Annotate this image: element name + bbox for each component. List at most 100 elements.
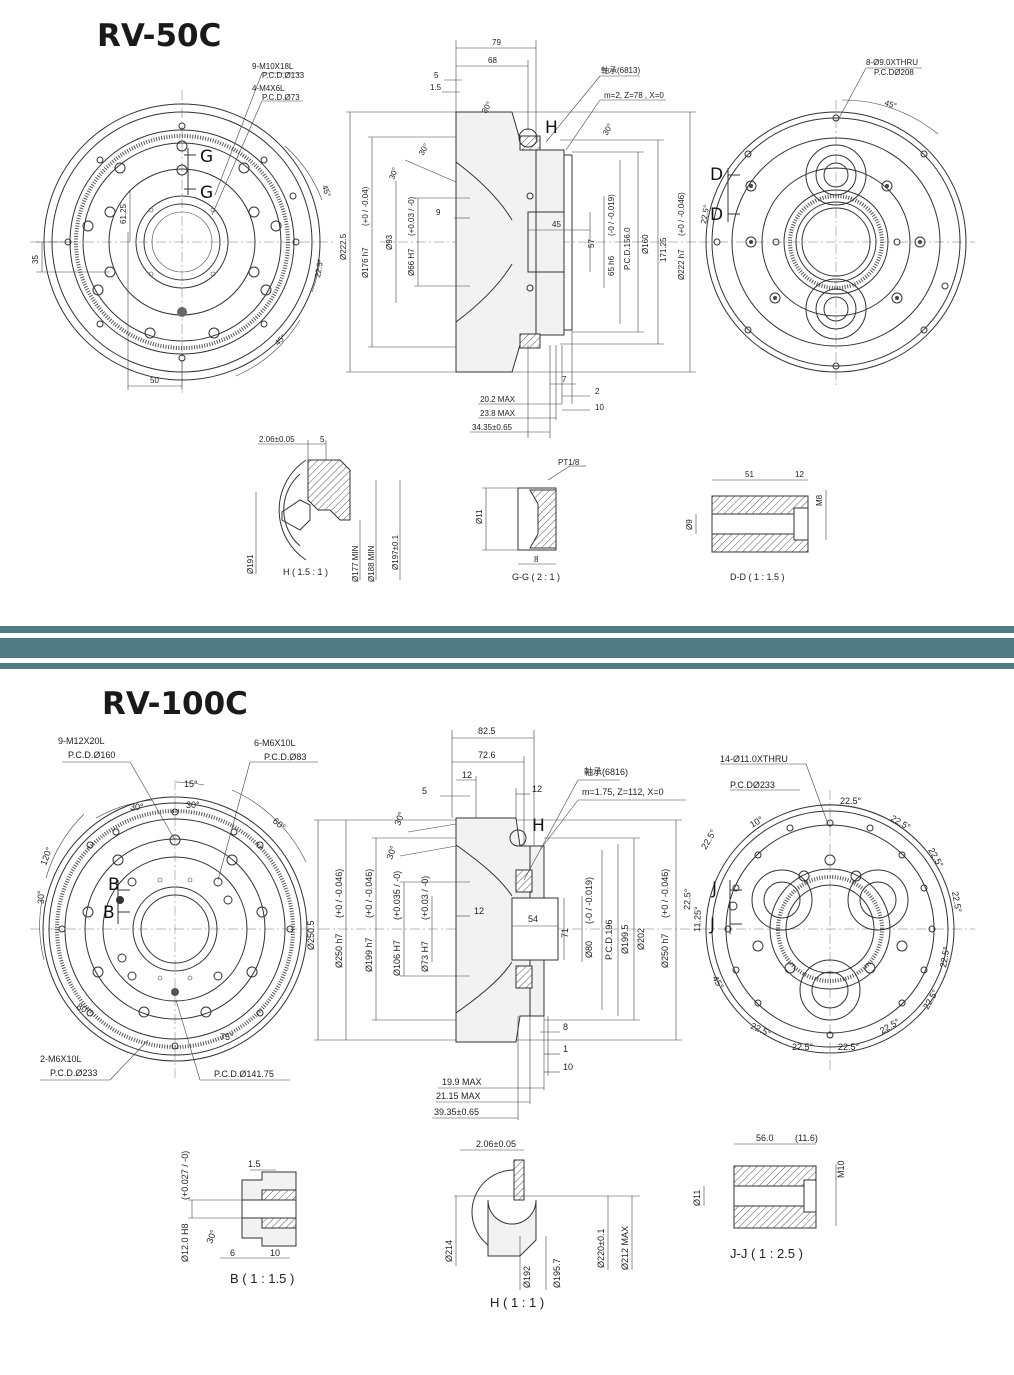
rv100-section-b-top: B xyxy=(108,875,120,895)
rv50-title: RV-50C xyxy=(97,18,221,54)
rv100-dim-10: 10 xyxy=(563,1062,573,1072)
rv100-detail-jj: 56.0 (11.6) M10 Ø11 J-J ( 1 : 2.5 ) xyxy=(692,1133,846,1261)
rv50-dim-1-5: 1.5 xyxy=(430,83,442,92)
rv100-detail-h-label: H ( 1 : 1 ) xyxy=(490,1295,544,1310)
rv50-dim-68: 68 xyxy=(488,56,497,65)
rv50-gear-spec: m=2, Z=78 , X=0 xyxy=(604,91,664,100)
rv50-detail-dd: 51 12 M8 Ø9 D-D ( 1 : 1.5 ) xyxy=(685,470,827,582)
rv100-rear-section-j-bottom: J xyxy=(709,915,715,935)
rv50-rear-angle-45: 45° xyxy=(883,98,897,110)
rv100-max-19-9: 19.9 MAX xyxy=(442,1077,482,1087)
rv100-detail-h-dia-212: Ø212 MAX xyxy=(620,1226,630,1270)
rv50-max-23-8: 23.8 MAX xyxy=(480,409,516,418)
rv100-tol-199: (+0 / -0.046) xyxy=(364,869,374,918)
rv100-callout-tap2: 2-M6X10L xyxy=(40,1054,82,1064)
rv100-rear-angle-22-5-h: 22.5° xyxy=(838,1042,860,1052)
rv100-detail-b-label: B ( 1 : 1.5 ) xyxy=(230,1271,294,1286)
rv100-pcd-141: P.C.D.Ø141.75 xyxy=(214,1069,274,1079)
rv100-dia-250: Ø250 h7 xyxy=(334,933,344,968)
rv100-dim-12b: 12 xyxy=(532,784,542,794)
rv100-detail-b-angle-30: 30° xyxy=(204,1228,218,1245)
rv100-section-b-bottom: B xyxy=(103,903,115,923)
rv100-dim-71: 71 xyxy=(560,928,570,938)
rv100-dim-5: 5 xyxy=(422,786,427,796)
rv50-side-section: 79 68 5 1.5 30° 30° 30° 30° 軸承(6813) m=2… xyxy=(339,38,700,438)
rv50-dia-176: Ø176 h7 xyxy=(361,247,370,278)
rv50-detail-h-dim-2-06: 2.06±0.05 xyxy=(259,435,295,444)
rv50-dia-160: Ø160 xyxy=(641,234,650,254)
rv100-angle-75: 75° xyxy=(220,1032,234,1042)
rv50-pcd-156: P.C.D.156.0 xyxy=(623,227,632,270)
rv100-rear-angle-22-5-c: 22.5° xyxy=(926,846,945,870)
rv100-gear-spec: m=1.75, Z=112, X=0 xyxy=(582,787,664,797)
rv100-rear-callout-thru: 14-Ø11.0XTHRU xyxy=(720,754,788,764)
rv100-detail-j-dia-11: Ø11 xyxy=(692,1190,702,1206)
rv100-title: RV-100C xyxy=(102,686,248,722)
rv100-angle-120: 120° xyxy=(38,845,54,866)
rv100-dia-250b: Ø250 h7 xyxy=(660,933,670,968)
rv50-callout-bolt-pcd: P.C.D.Ø133 xyxy=(262,71,305,80)
rv100-tol-73: (+0.03 / -0) xyxy=(420,876,430,920)
rv50-callout-tap-pcd: P.C.D.Ø73 xyxy=(262,93,300,102)
rv50-dim-34-35: 34.35±0.65 xyxy=(472,423,513,432)
rv100-dim-72-6: 72.6 xyxy=(478,750,496,760)
rv50-angle-45-bottom: 45° xyxy=(273,332,288,347)
rv100-rear-angle-22-5-k: 22.5° xyxy=(699,827,718,851)
rv100-angle-80: 80° xyxy=(75,1001,92,1017)
rv50-bearing: 軸承(6813) xyxy=(601,65,640,75)
rv50-detail-d-dim-51: 51 xyxy=(745,470,754,479)
rv100-dim-12a: 12 xyxy=(462,770,472,780)
rv100-dim-12c: 12 xyxy=(474,906,484,916)
rv100-detail-b-dim-1-5: 1.5 xyxy=(248,1159,261,1169)
rv50-rear-section-d-top: D xyxy=(710,165,723,185)
rv100-detail-j-label: J-J ( 1 : 2.5 ) xyxy=(730,1246,803,1261)
rv100-rear-angle-22-5-l: 22.5° xyxy=(682,888,693,910)
rv100-dia-199-5: Ø199.5 xyxy=(620,924,630,954)
rv100-callout-tap-pcd: P.C.D.Ø83 xyxy=(264,752,306,762)
rv50-angle-22-5: 22.5° xyxy=(313,258,325,278)
rv50-rear-callout-thru: 8-Ø9.0XTHRU xyxy=(866,58,918,67)
rv100-detail-h-dim-2-06: 2.06±0.05 xyxy=(476,1139,516,1149)
rv100-detail-b-dim-6: 6 xyxy=(230,1248,235,1258)
rv100-dim-8: 8 xyxy=(563,1022,568,1032)
rv100-dim-82-5: 82.5 xyxy=(478,726,496,736)
rv50-angle-30b: 30° xyxy=(601,122,615,137)
rv100-rear-angle-22-5-e: 22.5° xyxy=(938,945,952,968)
rv50-dim-50: 50 xyxy=(150,376,159,385)
rv50-rear-section-d-bottom: D xyxy=(710,205,723,225)
rv50-dia-93: Ø93 xyxy=(385,234,394,250)
rv100-tol-250b: (+0 / -0.046) xyxy=(660,869,670,918)
rv100-tol-106: (+0.035 / -0) xyxy=(392,871,402,920)
rv50-detail-d-dim-m8: M8 xyxy=(815,494,824,506)
rv50-section-g-top: G xyxy=(200,147,213,167)
rv100-detail-j-dim-56: 56.0 xyxy=(756,1133,774,1143)
rv50-dim-10: 10 xyxy=(595,403,604,412)
rv50-dia-222: Ø222 h7 xyxy=(677,249,686,280)
rv100-rear-angle-22-5-d: 22.5° xyxy=(950,891,964,914)
rv100-front-view: 9-M12X20L P.C.D.Ø160 6-M6X10L P.C.D.Ø83 … xyxy=(30,736,320,1081)
rv50-detail-d-dia-9: Ø9 xyxy=(685,519,694,530)
rv50-dim-57: 57 xyxy=(587,239,596,248)
rv100-dia-250-5: Ø250.5 xyxy=(306,920,316,950)
rv100-front-holes xyxy=(58,808,294,1050)
rv50-detail-h-dim-5: 5 xyxy=(320,435,325,444)
rv100-angle-30c: 30° xyxy=(36,890,46,904)
rv50-dim-61-25: 61.25 xyxy=(119,203,128,224)
rv50-dia-222-5: Ø222.5 xyxy=(339,233,348,260)
rv100-dia-199: Ø199 h7 xyxy=(364,937,374,972)
rv100-angle-30b: 30° xyxy=(186,800,200,810)
rv50-dia-66: Ø66 H7 xyxy=(407,248,416,276)
rv100-section-h: H xyxy=(532,816,545,836)
rv100-dim-39-35: 39.35±0.65 xyxy=(434,1107,479,1117)
rv50-section-g-bottom: G xyxy=(200,183,213,203)
rv100-detail-h: 2.06±0.05 Ø214 Ø192 Ø195.7 Ø220±0.1 Ø212… xyxy=(444,1139,640,1310)
rv50-dim-2: 2 xyxy=(595,387,600,396)
rv50-rear-view: 8-Ø9.0XTHRU P.C.DØ208 45° 22.5° D D xyxy=(699,58,975,385)
rv100-callout-bolt-pcd: P.C.D.Ø160 xyxy=(68,750,115,760)
rv100-dia-106: Ø106 H7 xyxy=(392,940,402,976)
rv50-angle-30c: 30° xyxy=(417,142,431,157)
rv50-detail-d-dim-12: 12 xyxy=(795,470,804,479)
rv100-max-21-15: 21.15 MAX xyxy=(436,1091,481,1101)
rv100-detail-b-tol-12: (+0.027 / -0) xyxy=(180,1151,190,1200)
rv100-detail-h-dia-192: Ø192 xyxy=(522,1266,532,1288)
